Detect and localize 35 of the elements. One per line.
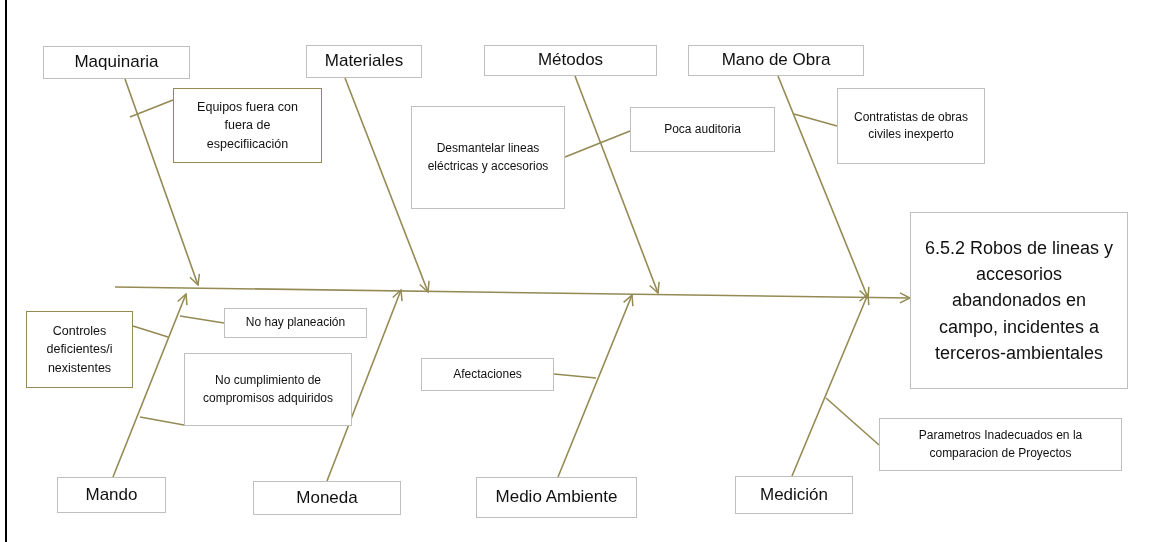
arrow (124, 78, 201, 286)
arrow (114, 286, 911, 304)
cause-box: Contratistas de obras civiles inexperto (837, 88, 985, 164)
cause-box: Desmantelar lineas eléctricas y accesorios (411, 106, 565, 209)
category-box: Materiales (306, 45, 422, 78)
arrow (777, 75, 870, 299)
category-box: Medio Ambiente (476, 477, 637, 518)
arrow (326, 289, 403, 482)
cause-box: Afectaciones (421, 358, 554, 391)
arrow (344, 77, 430, 293)
category-box: Métodos (484, 45, 657, 76)
category-box: Mando (57, 477, 166, 513)
leader-line (179, 315, 225, 324)
category-box: Maquinaria (43, 46, 190, 79)
leader-line (793, 113, 838, 127)
cause-box: No hay planeación (224, 308, 367, 338)
cause-box: Equipos fuera con fuera de especifiicación (173, 88, 322, 163)
arrow (112, 293, 188, 478)
cause-box: Parametros Inadecuados en la comparacion de Proyectos (879, 418, 1122, 471)
cause-box: Poca auditoria (630, 107, 775, 152)
cause-box: Controles deficientes/i nexistentes (26, 311, 133, 388)
cause-box: No cumplimiento de compromisos adquiridos (184, 353, 352, 426)
category-box: Moneda (253, 481, 401, 515)
category-box: Medición (735, 476, 853, 514)
leader-line (825, 397, 880, 446)
category-box: Mano de Obra (688, 45, 864, 76)
leader-line (129, 99, 174, 118)
leader-line (564, 130, 631, 158)
effect-box: 6.5.2 Robos de lineas y accesorios abandonados en campo, incidentes a terceros-ambientales (910, 212, 1128, 389)
arrow (557, 294, 634, 478)
arrow (791, 293, 870, 477)
arrow (574, 75, 660, 294)
leader-line (139, 416, 185, 426)
leader-line (132, 325, 169, 338)
leader-line (553, 373, 597, 379)
